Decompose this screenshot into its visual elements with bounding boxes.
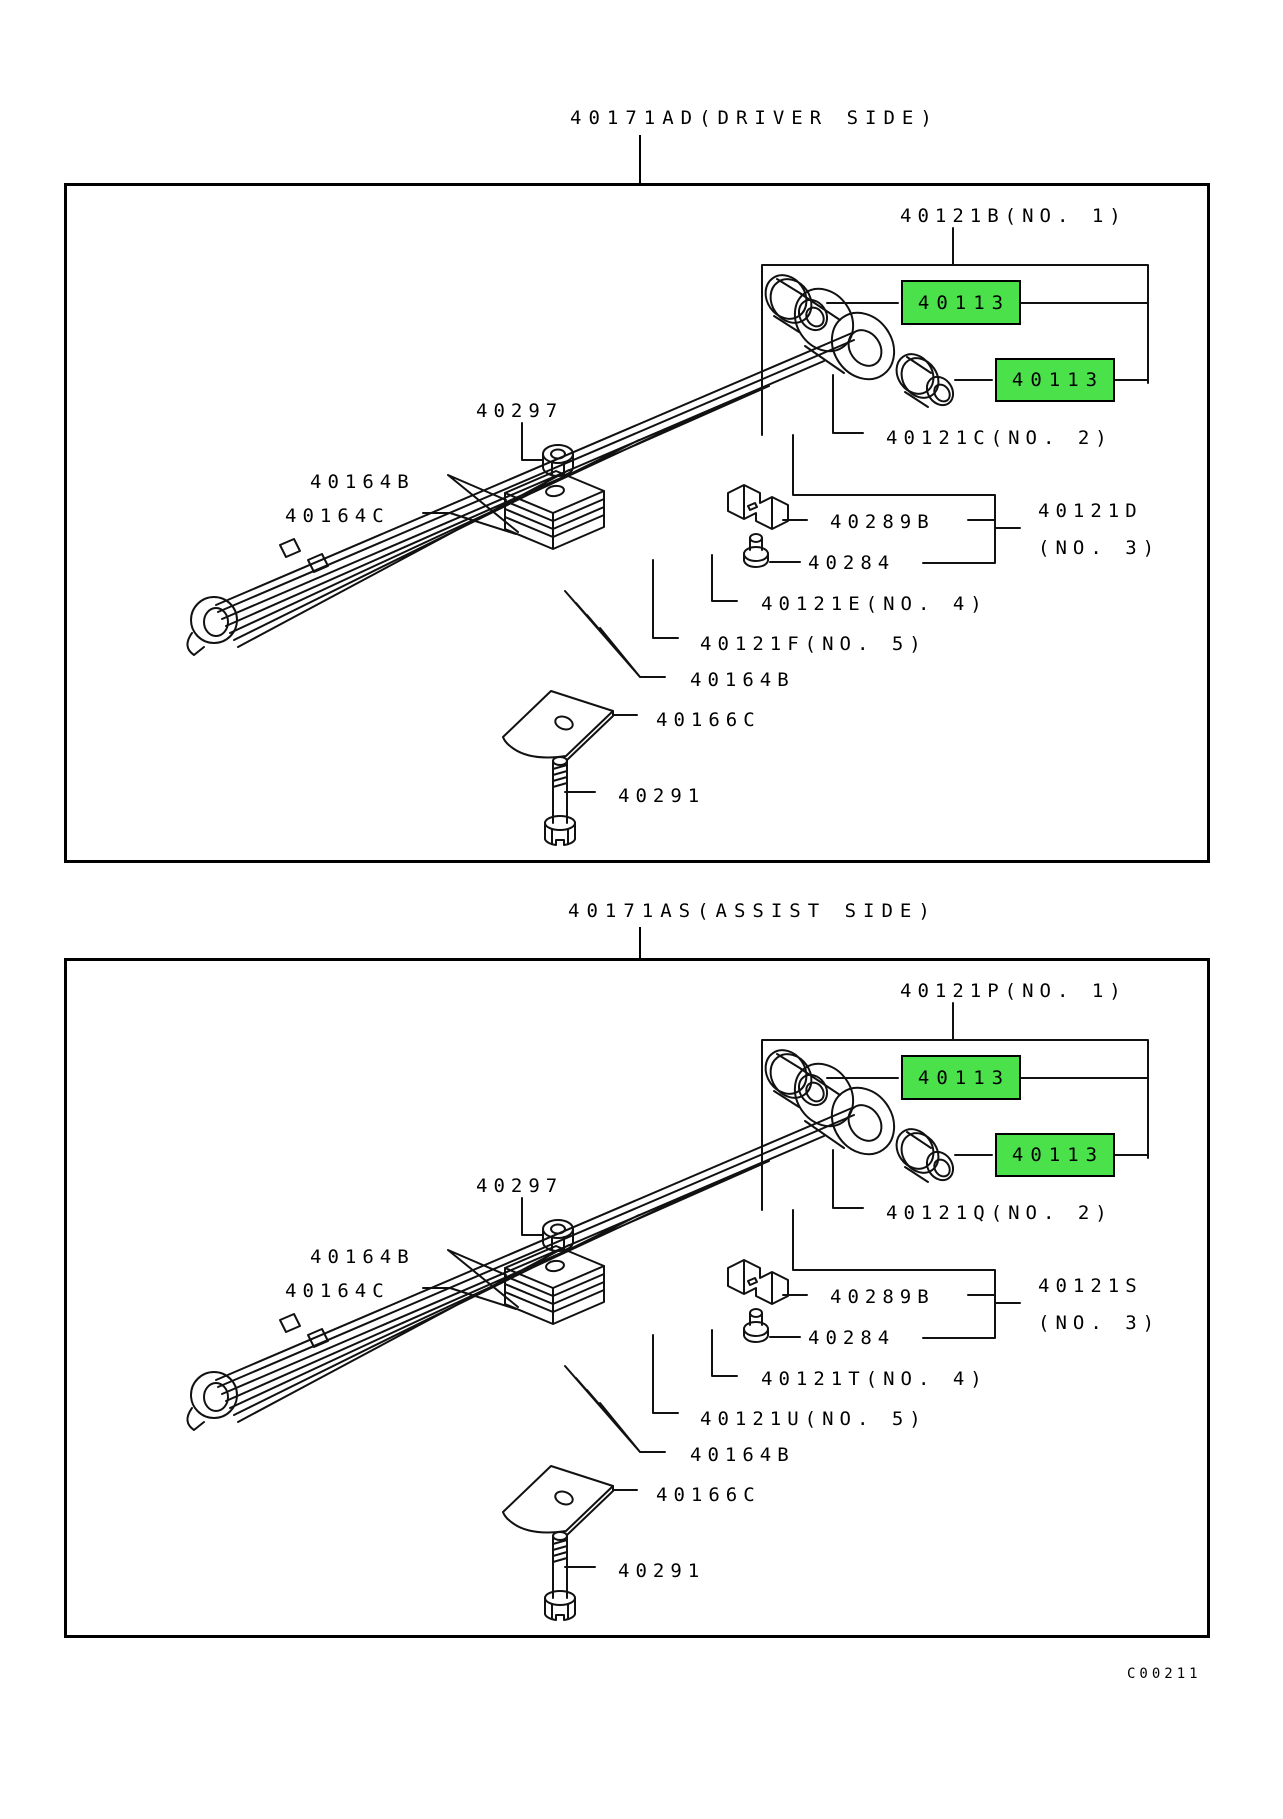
part-label-center-bolt: 40291 xyxy=(618,1560,706,1582)
part-label-pad-b: 40164B xyxy=(310,471,415,493)
part-label-no3-num: (NO. 3) xyxy=(1038,1312,1161,1334)
part-label-pad-c: 40164C xyxy=(285,505,390,527)
part-label-no3-num: (NO. 3) xyxy=(1038,537,1161,559)
diagram-title-driver-side: 40171AD(DRIVER SIDE) xyxy=(570,107,939,129)
part-label-pad-b2: 40164B xyxy=(690,669,795,691)
title-leader-line xyxy=(639,135,641,183)
part-label-plate: 40166C xyxy=(656,709,761,731)
part-label-no5: 40121U(NO. 5) xyxy=(700,1408,927,1430)
part-label-plate: 40166C xyxy=(656,1484,761,1506)
part-label-no2: 40121C(NO. 2) xyxy=(886,427,1113,449)
highlighted-part-40113[interactable]: 40113 xyxy=(901,280,1021,325)
highlighted-part-40113[interactable]: 40113 xyxy=(995,1133,1115,1177)
part-label-rivet: 40284 xyxy=(808,552,896,574)
part-label-no1: 40121P(NO. 1) xyxy=(900,980,1127,1002)
leaf-spring-drawing xyxy=(186,227,1150,846)
part-label-no3-code: 40121D xyxy=(1038,500,1143,522)
part-label-no3-code: 40121S xyxy=(1038,1275,1143,1297)
title-leader-line xyxy=(639,927,641,958)
diagram-title-assist-side: 40171AS(ASSIST SIDE) xyxy=(568,900,937,922)
part-label-clamp: 40289B xyxy=(830,511,935,533)
part-label-pad-c: 40164C xyxy=(285,1280,390,1302)
assist-side-diagram-box: 40121P(NO. 1) 40113 40113 40121Q(NO. 2) … xyxy=(64,958,1210,1638)
part-label-no4: 40121E(NO. 4) xyxy=(761,593,988,615)
highlighted-part-40113[interactable]: 40113 xyxy=(995,358,1115,402)
part-label-no1: 40121B(NO. 1) xyxy=(900,205,1127,227)
part-label-pad-b2: 40164B xyxy=(690,1444,795,1466)
part-label-nut: 40297 xyxy=(476,400,564,422)
part-label-rivet: 40284 xyxy=(808,1327,896,1349)
part-number: 40113 xyxy=(917,291,1011,314)
part-number: 40113 xyxy=(917,1066,1011,1089)
part-label-no4: 40121T(NO. 4) xyxy=(761,1368,988,1390)
part-label-no5: 40121F(NO. 5) xyxy=(700,633,927,655)
part-label-no2: 40121Q(NO. 2) xyxy=(886,1202,1113,1224)
part-label-nut: 40297 xyxy=(476,1175,564,1197)
part-label-clamp: 40289B xyxy=(830,1286,935,1308)
leaf-spring-drawing xyxy=(186,1002,1150,1621)
part-number: 40113 xyxy=(1011,369,1105,391)
drawing-code: C00211 xyxy=(1127,1666,1202,1682)
part-number: 40113 xyxy=(1011,1144,1105,1166)
part-label-pad-b: 40164B xyxy=(310,1246,415,1268)
part-label-center-bolt: 40291 xyxy=(618,785,706,807)
highlighted-part-40113[interactable]: 40113 xyxy=(901,1055,1021,1100)
driver-side-diagram-box: 40121B(NO. 1) 40113 40113 40121C(NO. 2) … xyxy=(64,183,1210,863)
